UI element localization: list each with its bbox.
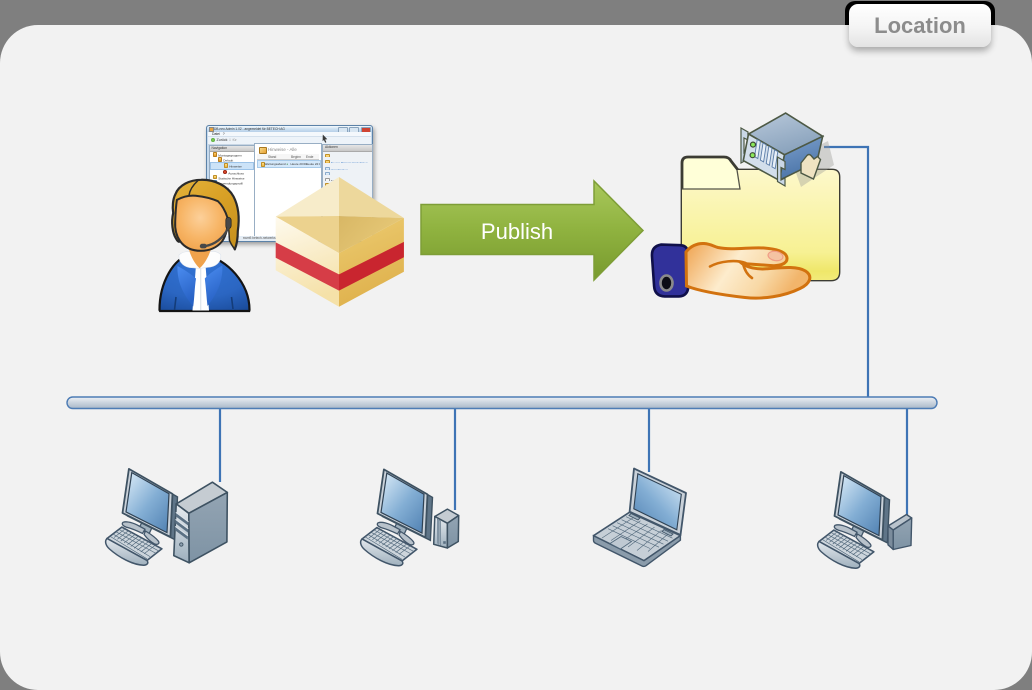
svg-text:Publish: Publish bbox=[481, 219, 553, 244]
